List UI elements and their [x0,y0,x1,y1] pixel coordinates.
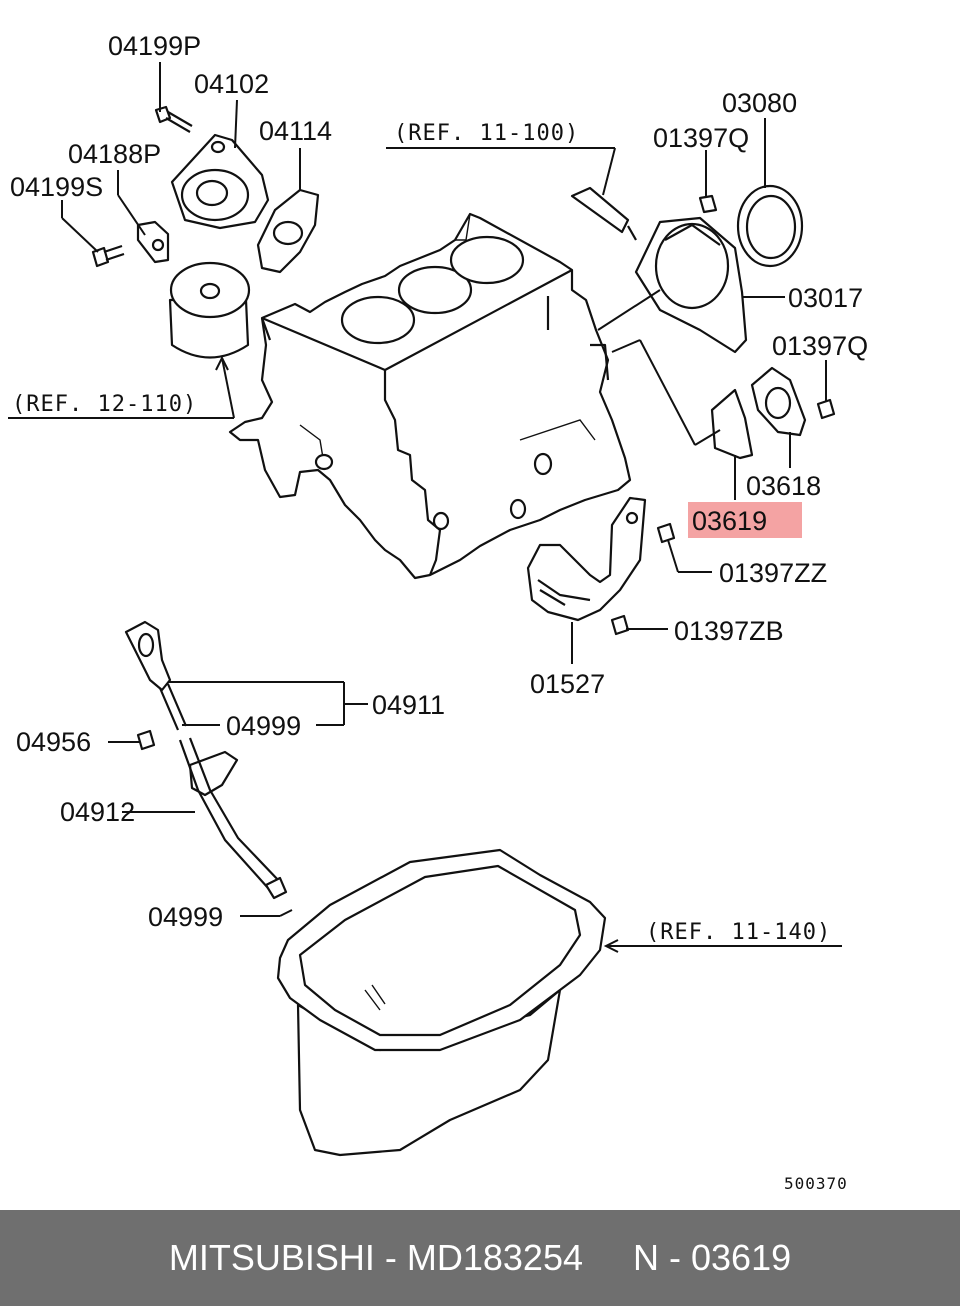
ref-12-110: (REF. 12-110) [12,392,197,417]
label-04999-upper: 04999 [226,711,301,741]
dipstick [124,620,188,731]
ref-11-100: (REF. 11-100) [394,121,579,146]
label-04912: 04912 [60,797,135,827]
dipstick-guide [136,729,288,900]
label-04188P: 04188P [68,139,161,169]
label-03619: 03619 [692,506,767,536]
label-04114: 04114 [259,116,332,146]
sensor-part [570,186,637,241]
oil-filter-bracket [170,133,270,230]
part-labels: 04199P 04102 04114 04188P 04199S 03080 0… [10,31,868,932]
label-03618: 03618 [746,471,821,501]
bolts-right [610,194,836,636]
small-bracket [136,220,170,264]
parts-diagram: 04199P 04102 04114 04188P 04199S 03080 0… [8,31,868,1193]
gasket-03618 [750,366,807,437]
ref-11-140: (REF. 11-140) [646,920,831,945]
label-01397Q-right: 01397Q [772,331,868,361]
footer-bar: MITSUBISHI - MD183254 N - 03619 [0,1210,960,1306]
oil-filter [168,261,251,359]
label-04999-lower: 04999 [148,902,223,932]
cover-plate [710,388,754,460]
engine-block [228,212,632,580]
label-01397ZB: 01397ZB [674,616,784,646]
label-03080: 03080 [722,88,797,118]
bolts-top-left [91,105,193,268]
label-04911: 04911 [372,690,445,720]
label-01527: 01527 [530,669,605,699]
label-04956: 04956 [16,727,91,757]
oil-pan [276,848,607,1157]
label-04102: 04102 [194,69,269,99]
label-01397Q-top: 01397Q [653,123,749,153]
label-04199P: 04199P [108,31,201,61]
bracket-01527 [526,496,647,622]
rear-seal-case [634,216,748,354]
footer-text: MITSUBISHI - MD183254 N - 03619 [168,1237,792,1278]
oil-seal [736,184,804,268]
ref-labels: (REF. 11-100) (REF. 12-110) (REF. 11-140… [12,121,831,945]
bracket-gasket [256,188,320,274]
label-01397ZZ: 01397ZZ [719,558,827,588]
label-04199S: 04199S [10,172,103,202]
label-03017: 03017 [788,283,863,313]
highlight-box [688,502,802,538]
leader-lines [8,62,842,953]
diagram-code: 500370 [784,1174,848,1193]
